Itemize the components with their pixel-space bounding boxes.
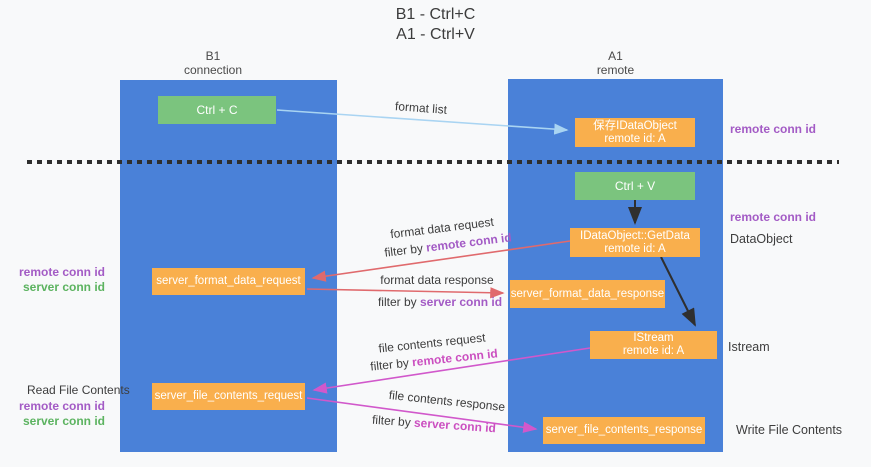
node-idataobject-getdata-line1: IDataObject::GetData bbox=[580, 229, 690, 242]
title-line-2: A1 - Ctrl+V bbox=[396, 26, 475, 43]
lifeline-header-a1: A1 remote bbox=[508, 49, 723, 77]
diagram-title: B1 - Ctrl+C A1 - Ctrl+V bbox=[0, 5, 871, 45]
annotation-server-conn-id-left-top: server conn id bbox=[22, 279, 105, 294]
node-istream-line1: IStream bbox=[633, 332, 674, 344]
lifeline-a1-name: A1 bbox=[608, 49, 623, 63]
annotation-remote-conn-id-mid: remote conn id bbox=[730, 210, 817, 224]
node-save-idataobject: 保存IDataObject remote id: A bbox=[575, 118, 695, 147]
node-ctrl-v-label: Ctrl + V bbox=[614, 179, 656, 193]
node-server-format-data-response: server_format_data_response bbox=[510, 280, 665, 308]
annotation-conn-ids-format: remote conn id server conn id bbox=[10, 265, 105, 294]
node-istream-line2: remote id: A bbox=[622, 345, 685, 357]
edge-label-format-list: format list bbox=[394, 99, 448, 117]
edge-label-format-response-filter: filter by server conn id bbox=[378, 295, 502, 309]
annotation-remote-conn-id-left-bottom: remote conn id bbox=[18, 399, 105, 413]
phase-divider-dashed-line bbox=[27, 160, 839, 164]
filter-prefix: filter by bbox=[371, 412, 415, 430]
node-server-format-data-response-label: server_format_data_response bbox=[510, 287, 665, 300]
edge-label-file-response-filter: filter by server conn id bbox=[372, 413, 497, 436]
annotation-dataobject: DataObject bbox=[730, 232, 793, 246]
filter-keyword-server-conn-id: server conn id bbox=[413, 415, 497, 436]
annotation-remote-conn-id-left-top: remote conn id bbox=[18, 265, 105, 279]
node-server-format-data-request: server_format_data_request bbox=[152, 268, 305, 295]
node-server-format-data-request-label: server_format_data_request bbox=[156, 275, 301, 287]
node-save-idataobject-line2: remote id: A bbox=[604, 132, 666, 145]
annotation-conn-ids-file: remote conn id server conn id bbox=[10, 399, 105, 428]
edge-label-file-contents-response: file contents response bbox=[388, 387, 506, 415]
node-ctrl-c-label: Ctrl + C bbox=[196, 103, 238, 117]
node-istream: IStream remote id: A bbox=[590, 331, 717, 359]
node-idataobject-getdata-line2: remote id: A bbox=[604, 242, 666, 255]
annotation-read-file-contents: Read File Contents bbox=[27, 383, 130, 397]
lifeline-b1-role: connection bbox=[183, 63, 243, 77]
lifeline-a1-role: remote bbox=[596, 63, 635, 77]
title-line-1: B1 - Ctrl+C bbox=[395, 6, 476, 23]
annotation-server-conn-id-left-bottom: server conn id bbox=[22, 413, 105, 428]
annotation-istream: Istream bbox=[728, 340, 770, 354]
annotation-remote-conn-id-top: remote conn id bbox=[730, 122, 817, 136]
annotation-write-file-contents: Write File Contents bbox=[736, 423, 843, 437]
node-server-file-contents-response-label: server_file_contents_response bbox=[545, 424, 703, 436]
node-server-file-contents-response: server_file_contents_response bbox=[543, 417, 705, 444]
lifeline-header-b1: B1 connection bbox=[123, 49, 303, 77]
edge-label-format-data-response: format data response bbox=[380, 273, 494, 287]
filter-prefix: filter by bbox=[383, 240, 428, 260]
filter-prefix: filter by bbox=[369, 355, 413, 374]
filter-keyword-server-conn-id: server conn id bbox=[419, 295, 503, 309]
node-server-file-contents-request: server_file_contents_request bbox=[152, 383, 305, 410]
node-ctrl-c: Ctrl + C bbox=[158, 96, 276, 124]
lifeline-b1-name: B1 bbox=[205, 49, 221, 63]
filter-prefix: filter by bbox=[377, 295, 420, 309]
node-save-idataobject-line1: 保存IDataObject bbox=[593, 119, 677, 132]
node-ctrl-v: Ctrl + V bbox=[575, 172, 695, 200]
node-idataobject-getdata: IDataObject::GetData remote id: A bbox=[570, 228, 700, 257]
node-server-file-contents-request-label: server_file_contents_request bbox=[154, 390, 303, 402]
